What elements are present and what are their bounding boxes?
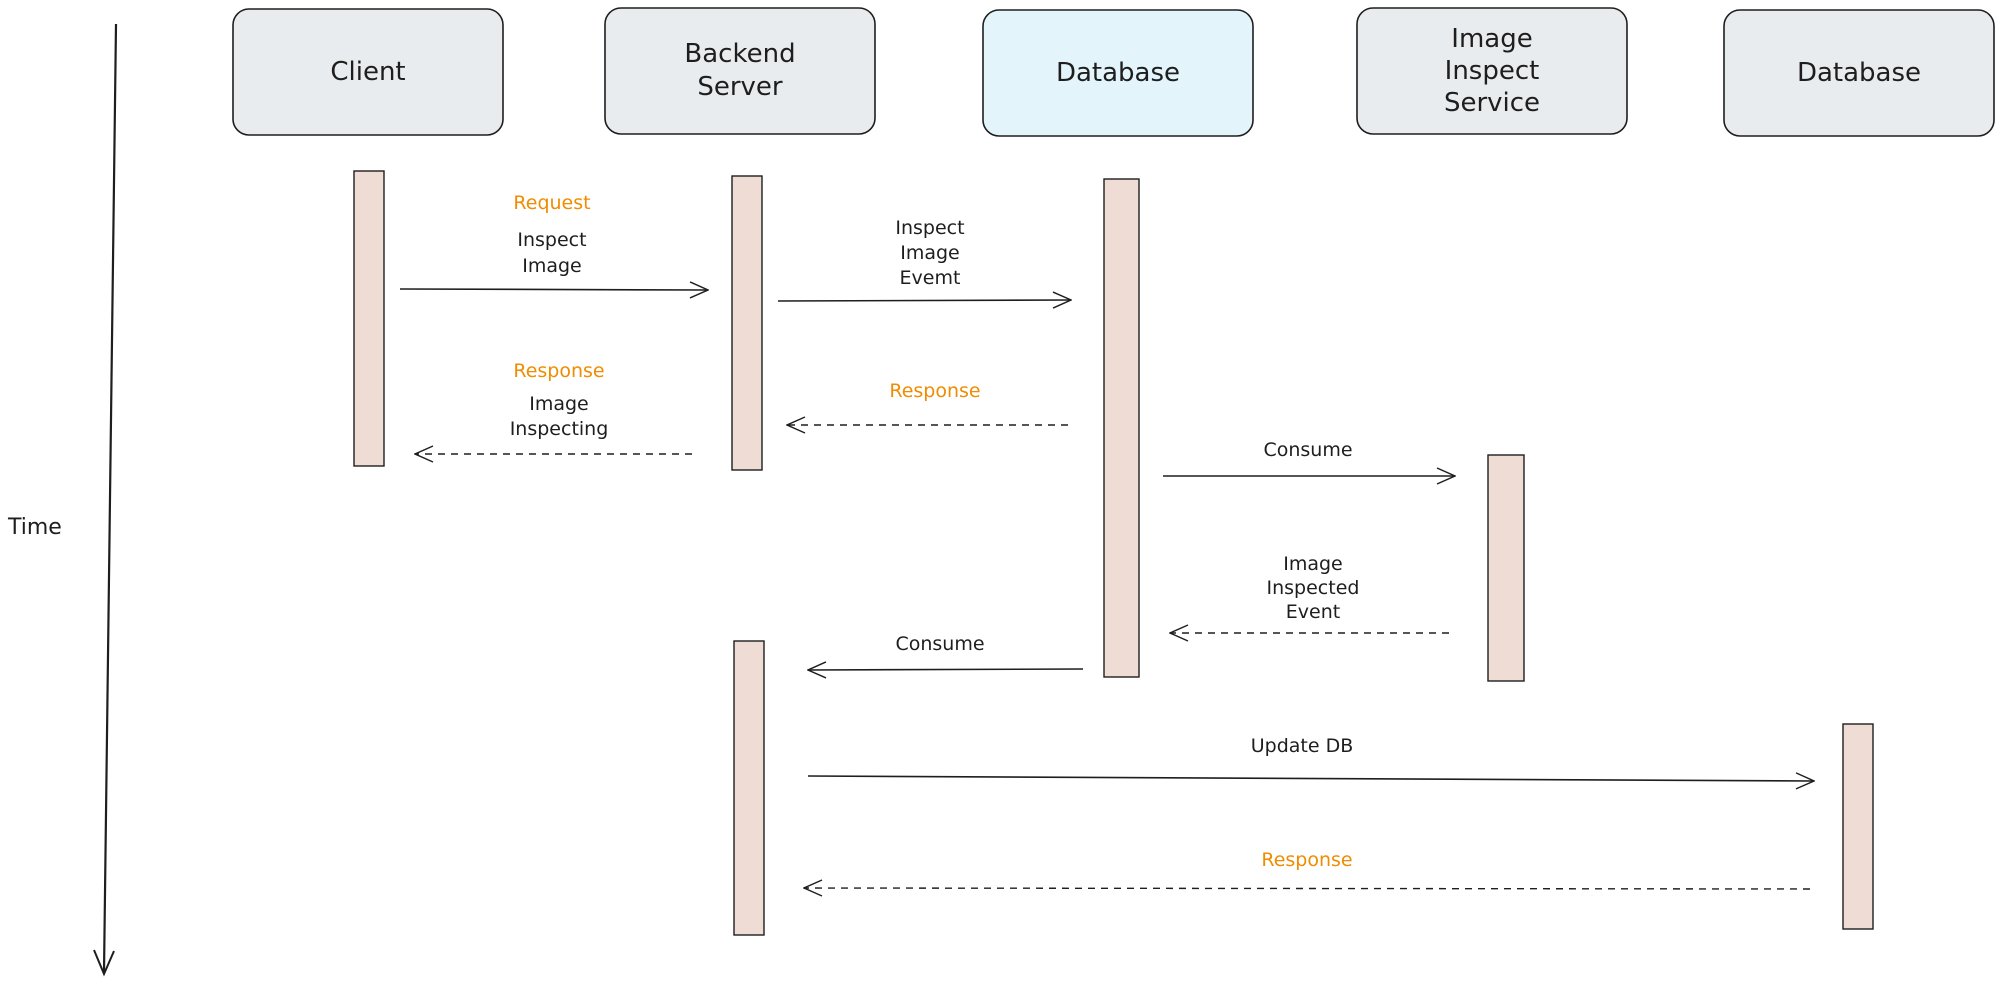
message-label: Inspect: [517, 229, 586, 251]
activation-bar-inspect-service: [1487, 454, 1525, 682]
message-label: Inspected: [1267, 577, 1360, 599]
message-label: Image: [1283, 553, 1343, 575]
message-label: Evemt: [900, 267, 961, 289]
message-tag: Response: [1261, 849, 1352, 871]
actor-database-queue: Database: [982, 9, 1254, 137]
actors: Client Backend Server Database Image Ins…: [232, 7, 1995, 137]
message-label: Image: [529, 393, 589, 415]
message-label: Consume: [1263, 439, 1352, 461]
actor-label: Database: [1797, 58, 1921, 88]
actor-backend-server: Backend Server: [604, 7, 876, 135]
message-response-client: Response Image Inspecting: [415, 360, 692, 454]
time-axis-line: [102, 23, 118, 973]
message-response-backend: Response: [787, 380, 1068, 425]
time-axis-arrowhead: [93, 949, 115, 977]
message-label: Event: [1286, 601, 1340, 623]
message-arrow: [808, 669, 1084, 670]
message-arrow: [399, 289, 708, 290]
actor-label: Backend: [684, 39, 795, 69]
message-label: Inspect: [895, 217, 964, 239]
message-label: Update DB: [1251, 735, 1354, 757]
message-arrow: [807, 776, 1814, 781]
actor-box: [1723, 9, 1995, 137]
actor-box: [604, 7, 876, 135]
message-label: Consume: [895, 633, 984, 655]
activation-bars: [353, 170, 1874, 936]
activation-bar-backend: [731, 175, 763, 471]
message-label: Inspecting: [510, 418, 609, 440]
message-tag: Response: [513, 360, 604, 382]
actor-database: Database: [1723, 9, 1995, 137]
message-tag: Request: [513, 192, 590, 214]
time-axis: Time: [7, 23, 118, 977]
messages: Request Inspect Image Inspect Image Evem…: [399, 192, 1814, 889]
actor-client: Client: [232, 8, 504, 136]
activation-bar-database: [1842, 723, 1874, 930]
actor-label: Inspect: [1445, 56, 1540, 86]
message-request: Request Inspect Image: [399, 192, 708, 290]
activation-bar-client: [353, 170, 385, 467]
message-arrow: [804, 888, 1811, 889]
message-update-db: Update DB: [807, 735, 1814, 781]
message-consume-backend: Consume: [808, 633, 1084, 670]
actor-box: [232, 8, 504, 136]
actor-label: Client: [330, 57, 405, 87]
actor-label: Service: [1444, 88, 1540, 118]
message-label: Image: [522, 255, 582, 277]
actor-label: Server: [697, 72, 783, 102]
message-tag: Response: [889, 380, 980, 402]
message-image-inspected-event: Image Inspected Event: [1170, 553, 1449, 633]
message-arrow: [777, 300, 1071, 301]
message-inspect-image-event: Inspect Image Evemt: [777, 217, 1071, 301]
actor-image-inspect-service: Image Inspect Service: [1356, 7, 1628, 135]
message-response-db: Response: [804, 849, 1811, 889]
actor-box: [1356, 7, 1628, 135]
activation-bar-queue: [1103, 178, 1140, 678]
message-label: Image: [900, 242, 960, 264]
actor-label: Image: [1451, 24, 1532, 54]
activation-bar-backend-second: [733, 640, 765, 936]
actor-box: [982, 9, 1254, 137]
time-axis-label: Time: [7, 515, 62, 540]
actor-label: Database: [1056, 58, 1180, 88]
message-consume-inspect: Consume: [1163, 439, 1455, 476]
